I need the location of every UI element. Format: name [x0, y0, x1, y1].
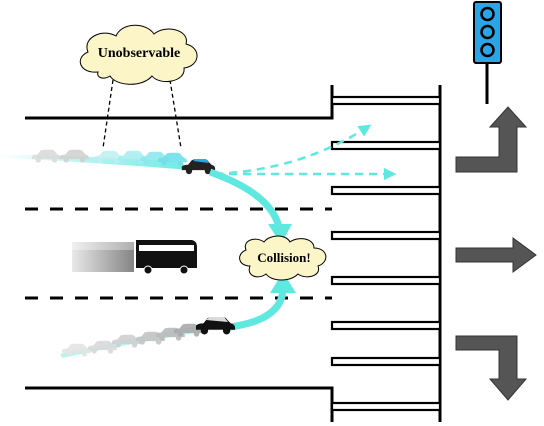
traffic-light-icon [473, 1, 502, 104]
turn-left-arrow-icon [455, 106, 528, 173]
top-car-collision-path [208, 168, 284, 233]
bottom-car [196, 317, 236, 335]
crosswalk [330, 95, 442, 412]
unobservable-label: Unobservable [98, 46, 180, 61]
unobservable-cloud [79, 24, 198, 85]
bottom-car-collision-path [229, 289, 287, 331]
bottom-car-collision-arrowhead [270, 272, 296, 293]
bottom-car-ghosts [62, 323, 203, 357]
road-top-edge [25, 85, 334, 120]
unobservable-callout: Unobservable [79, 24, 198, 149]
road-bottom-edge [25, 386, 334, 422]
collision-label: Collision! [257, 250, 310, 265]
bus-ghosts [72, 242, 134, 272]
top-car-collision-arrowhead [268, 224, 292, 244]
turn-right-arrow-icon [455, 335, 528, 401]
collision-callout: Collision! [239, 235, 327, 281]
top-car [181, 159, 216, 175]
collision-cloud [239, 235, 327, 281]
bus [136, 240, 197, 275]
straight-arrow-icon [455, 237, 537, 273]
intended-left-turn-path [214, 124, 372, 176]
